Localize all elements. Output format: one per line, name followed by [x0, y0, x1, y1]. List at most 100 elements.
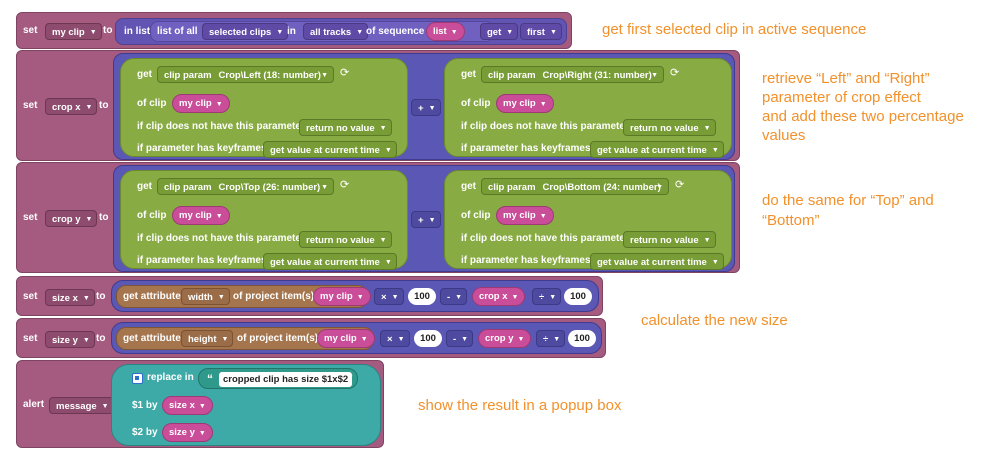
attribute-dropdown[interactable]: width▼ — [181, 288, 230, 305]
no-param-dropdown[interactable]: return no value▼ — [299, 231, 392, 248]
set-size-x-block[interactable]: set size x▼ to get attribute width▼ of p… — [16, 276, 603, 316]
no-param-label: if clip does not have this parameter — [137, 233, 305, 244]
divide-dropdown[interactable]: ÷▼ — [532, 288, 562, 305]
chevron-down-icon: ▼ — [356, 294, 364, 301]
refresh-icon[interactable]: ⟳ — [340, 67, 350, 79]
string-input[interactable]: cropped clip has size $1x$2 — [219, 372, 353, 387]
chevron-down-icon: ▼ — [711, 259, 719, 266]
tracks-dropdown[interactable]: all tracks▼ — [303, 23, 369, 40]
operator-dropdown[interactable]: +▼ — [411, 99, 441, 116]
of-sequence-label: of sequence — [366, 26, 425, 37]
number-input-100[interactable]: 100 — [568, 330, 596, 347]
variable-dropdown[interactable]: crop x▼ — [45, 98, 98, 115]
get-attribute-label: get attribute — [123, 333, 181, 344]
keyframes-dropdown[interactable]: get value at current time▼ — [590, 141, 724, 158]
alert-block[interactable]: alert message▼ replace in “ cropped clip… — [16, 360, 384, 448]
size-y-variable-pill[interactable]: size y▼ — [162, 423, 213, 442]
crop-variable-label: crop y — [485, 333, 514, 344]
clip-variable-pill[interactable]: my clip▼ — [172, 94, 230, 113]
arithmetic-block[interactable]: get attribute width▼ of project item(s) … — [111, 280, 599, 312]
first-dropdown[interactable]: first▼ — [520, 23, 562, 40]
no-param-label: if clip does not have this parameter — [461, 233, 629, 244]
number-input-100[interactable]: 100 — [564, 288, 592, 305]
no-param-dropdown[interactable]: return no value ▼ — [623, 231, 716, 248]
no-param-value: return no value — [630, 235, 699, 246]
keyframes-dropdown[interactable]: get value at current time▼ — [590, 253, 724, 270]
message-dropdown[interactable]: message▼ — [49, 397, 114, 414]
divide-dropdown[interactable]: ÷▼ — [536, 330, 566, 347]
list-variable-pill[interactable]: list▼ — [426, 22, 465, 41]
selected-clips-dropdown[interactable]: selected clips▼ — [202, 23, 289, 40]
operator-label: + — [418, 215, 424, 226]
chevron-down-icon: ▼ — [703, 237, 711, 244]
string-block[interactable]: “ cropped clip has size $1x$2 ” — [198, 368, 358, 389]
variable-dropdown[interactable]: crop y▼ — [45, 210, 98, 227]
variable-label: crop x — [52, 102, 81, 113]
multiply-dropdown[interactable]: ×▼ — [374, 288, 404, 305]
clip-variable-pill[interactable]: my clip▼ — [496, 206, 554, 225]
variable-dropdown[interactable]: size y▼ — [45, 331, 95, 348]
operator-dropdown[interactable]: +▼ — [411, 211, 441, 228]
refresh-icon[interactable]: ⟳ — [670, 67, 680, 79]
variable-dropdown[interactable]: my clip▼ — [45, 23, 102, 40]
number-input-100[interactable]: 100 — [414, 330, 442, 347]
no-param-value: return no value — [306, 235, 375, 246]
crop-variable-pill[interactable]: crop y▼ — [478, 329, 532, 348]
clip-variable-pill[interactable]: my clip▼ — [313, 287, 371, 306]
refresh-icon[interactable]: ⟳ — [675, 179, 685, 191]
chevron-down-icon: ▼ — [428, 217, 436, 224]
get-attribute-block[interactable]: get attribute width▼ of project item(s) … — [116, 285, 371, 308]
number-input-100[interactable]: 100 — [408, 288, 436, 305]
no-param-dropdown[interactable]: return no value▼ — [299, 119, 392, 136]
get-label: get — [461, 69, 476, 80]
in-list-label: in list — [124, 26, 151, 37]
keyframes-dropdown[interactable]: get value at current time▼ — [263, 141, 397, 158]
list-of-clips-block[interactable]: in list list of all selected clips▼ in a… — [115, 18, 567, 45]
set-my-clip-block[interactable]: set my clip▼ to in list list of all sele… — [16, 12, 572, 49]
clip-variable-pill[interactable]: my clip▼ — [317, 329, 375, 348]
clip-variable-pill[interactable]: my clip▼ — [172, 206, 230, 225]
replace-text-block[interactable]: replace in “ cropped clip has size $1x$2… — [111, 364, 381, 446]
set-size-y-block[interactable]: set size y▼ to get attribute height▼ of … — [16, 318, 606, 358]
gear-icon[interactable] — [132, 373, 143, 384]
list-of-all-block[interactable]: list of all selected clips▼ in all track… — [150, 21, 494, 42]
subtract-dropdown[interactable]: -▼ — [440, 288, 468, 305]
of-project-items-label: of project item(s) — [233, 291, 315, 302]
refresh-icon[interactable]: ⟳ — [340, 179, 350, 191]
no-param-label: if clip does not have this parameter — [137, 121, 305, 132]
crop-variable-pill[interactable]: crop x▼ — [472, 287, 526, 306]
clip-variable-pill[interactable]: my clip▼ — [496, 94, 554, 113]
attribute-dropdown[interactable]: height▼ — [181, 330, 234, 347]
clip-param-label: clip param — [164, 70, 212, 81]
set-keyword: set — [23, 25, 38, 36]
keyframes-dropdown[interactable]: get value at current time▼ — [263, 253, 397, 270]
chevron-down-icon: ▼ — [217, 294, 225, 301]
arithmetic-block[interactable]: get attribute height▼ of project item(s)… — [111, 322, 602, 354]
subtract-dropdown[interactable]: -▼ — [446, 330, 474, 347]
chevron-down-icon: ▼ — [198, 403, 206, 410]
chevron-down-icon: ▼ — [428, 105, 436, 112]
size-x-variable-pill[interactable]: size x▼ — [162, 396, 213, 415]
chevron-down-icon: ▼ — [656, 184, 663, 191]
no-param-dropdown[interactable]: return no value▼ — [623, 119, 716, 136]
multiply-dropdown[interactable]: ×▼ — [380, 330, 410, 347]
chevron-down-icon: ▼ — [321, 184, 328, 191]
chevron-down-icon: ▼ — [461, 336, 469, 343]
of-clip-label: of clip — [461, 210, 491, 221]
get-attribute-block[interactable]: get attribute height▼ of project item(s)… — [116, 327, 375, 350]
param-name: Crop\Top (26: number) — [218, 182, 321, 193]
get-dropdown[interactable]: get▼ — [480, 23, 519, 40]
variable-dropdown[interactable]: size x▼ — [45, 289, 95, 306]
